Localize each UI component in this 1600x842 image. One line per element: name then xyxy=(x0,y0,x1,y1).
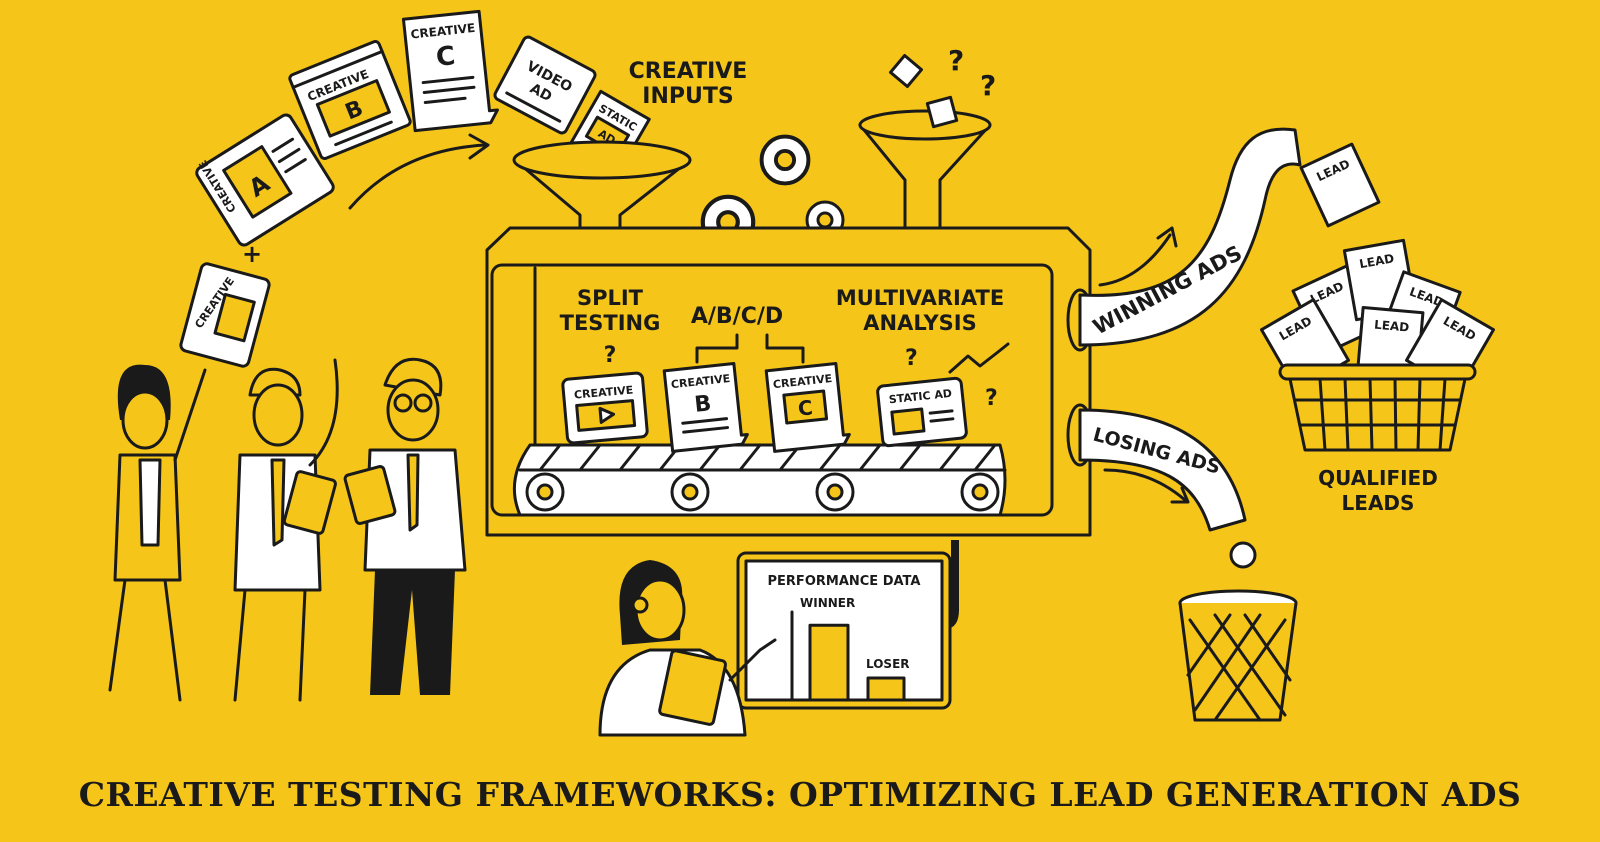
svg-text:INPUTS: INPUTS xyxy=(642,84,733,109)
belt-gear-icon xyxy=(670,472,710,512)
video-ad-card: VIDEO AD xyxy=(493,35,597,135)
qualified-leads-label: QUALIFIED xyxy=(1318,466,1438,490)
lead-basket: LEAD LEAD LEAD LEAD LEAD LEAD xyxy=(1260,238,1495,452)
creative-inputs-label: CREATIVE xyxy=(629,59,748,84)
analyst-person xyxy=(598,560,777,737)
conveyor-belt xyxy=(512,443,1007,517)
svg-text:WINNER: WINNER xyxy=(800,596,855,610)
svg-text:?: ? xyxy=(905,346,918,371)
input-funnel xyxy=(512,140,692,242)
svg-text:CREATIVE: CREATIVE xyxy=(410,21,476,42)
svg-text:LEADS: LEADS xyxy=(1342,491,1415,515)
belt-gear-icon xyxy=(960,472,1000,512)
svg-text:LEAD: LEAD xyxy=(1374,318,1410,335)
plus-icon: + xyxy=(242,240,262,268)
play-icon xyxy=(598,406,616,424)
belt-item-creative-c: CREATIVE C xyxy=(764,362,851,453)
svg-text:B: B xyxy=(693,391,712,418)
svg-text:CREATIVE: CREATIVE xyxy=(670,372,730,391)
creative-card-c: CREATIVE C xyxy=(401,9,499,133)
team-man-right xyxy=(343,357,467,695)
winning-ads-tube: WINNING ADS xyxy=(1066,127,1302,352)
glasses-icon xyxy=(393,393,413,413)
performance-data-panel: PERFORMANCE DATA WINNER LOSER xyxy=(736,551,952,710)
main-title: CREATIVE TESTING FRAMEWORKS: OPTIMIZING … xyxy=(79,775,1522,814)
team-man-middle xyxy=(233,358,339,702)
second-funnel: ? ? xyxy=(858,44,996,242)
svg-text:?: ? xyxy=(985,386,998,411)
belt-item-creative-video: CREATIVE xyxy=(561,371,649,445)
belt-gear-icon xyxy=(815,472,855,512)
creative-card-b: CREATIVE B xyxy=(288,40,412,160)
winner-bar xyxy=(808,623,850,702)
belt-item-static-ad: STATIC AD xyxy=(876,376,968,448)
team-woman: CREATIVE xyxy=(108,262,271,702)
abcd-label: A/B/C/D xyxy=(691,304,783,329)
arrow-to-funnel xyxy=(348,143,487,210)
svg-text:ANALYSIS: ANALYSIS xyxy=(863,311,976,335)
losing-ads-tube: LOSING ADS xyxy=(1066,403,1247,532)
svg-text:LOSER: LOSER xyxy=(866,657,910,671)
question-mark: ? xyxy=(948,44,964,77)
svg-text:CREATIVE: CREATIVE xyxy=(772,372,832,391)
headset-icon xyxy=(631,596,649,614)
trash-bin xyxy=(1178,541,1298,722)
svg-text:?: ? xyxy=(604,343,617,368)
svg-text:LEAD: LEAD xyxy=(1358,251,1395,271)
svg-text:PERFORMANCE DATA: PERFORMANCE DATA xyxy=(768,574,921,589)
belt-gear-icon xyxy=(525,472,565,512)
question-mark: ? xyxy=(980,69,996,102)
flying-lead: LEAD xyxy=(1299,142,1381,228)
loser-bar xyxy=(866,676,906,702)
multivariate-label: MULTIVARIATE xyxy=(836,286,1004,310)
split-testing-label: SPLIT xyxy=(577,286,644,310)
svg-text:TESTING: TESTING xyxy=(560,311,661,335)
svg-text:CREATIVE: CREATIVE xyxy=(574,383,634,401)
svg-text:C: C xyxy=(435,41,457,73)
svg-text:C: C xyxy=(797,395,814,420)
belt-item-creative-b: CREATIVE B xyxy=(662,362,749,453)
